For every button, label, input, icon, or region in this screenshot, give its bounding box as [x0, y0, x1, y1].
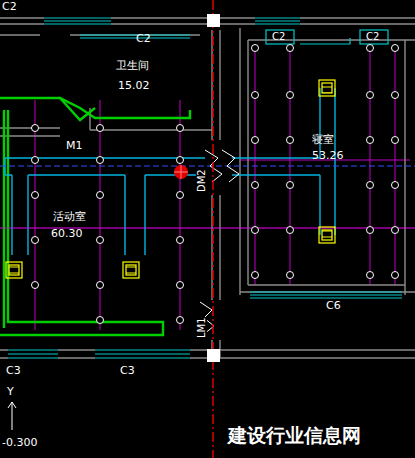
- window-tag: C2: [136, 33, 151, 45]
- window-tag: C3: [120, 365, 135, 377]
- grid-node: [97, 192, 104, 199]
- room-name: 寝室: [312, 134, 334, 146]
- grid-node: [367, 137, 374, 144]
- grid-node: [32, 125, 39, 132]
- grid-node: [177, 282, 184, 289]
- door-tag: DM2: [196, 169, 207, 192]
- grid-node: [97, 317, 104, 324]
- grid-node: [392, 92, 399, 99]
- elevation: -0.300: [2, 437, 37, 449]
- grid-node: [252, 182, 259, 189]
- grid-node: [32, 282, 39, 289]
- grid-node: [287, 45, 294, 52]
- grid-node: [177, 317, 184, 324]
- grid-node: [177, 192, 184, 199]
- grid-node: [97, 157, 104, 164]
- grid-node: [392, 227, 399, 234]
- grid-node: [32, 157, 39, 164]
- grid-node: [97, 282, 104, 289]
- room-name: 活动室: [53, 211, 86, 223]
- grid-node: [367, 182, 374, 189]
- window-tag: C3: [6, 365, 21, 377]
- grid-node: [367, 272, 374, 279]
- door-tag: LM1: [196, 317, 207, 338]
- grid-node: [97, 237, 104, 244]
- grid-node: [392, 182, 399, 189]
- window-tag: C2: [272, 31, 285, 42]
- grid-node: [177, 125, 184, 132]
- window-tag: C2: [2, 1, 17, 13]
- grid-node: [392, 272, 399, 279]
- grid-node: [287, 227, 294, 234]
- grid-node: [287, 182, 294, 189]
- room-area: 60.30: [51, 228, 83, 240]
- grid-node: [287, 92, 294, 99]
- window-tag: C6: [326, 300, 341, 312]
- grid-node: [97, 125, 104, 132]
- watermark: 建设行业信息网: [228, 425, 361, 446]
- door-tag: M1: [66, 140, 83, 152]
- grid-node: [367, 45, 374, 52]
- grid-node: [367, 92, 374, 99]
- room-name: 卫生间: [116, 60, 149, 72]
- grid-node: [177, 157, 184, 164]
- grid-node: [287, 137, 294, 144]
- grid-node: [252, 137, 259, 144]
- room-area: 53.26: [312, 150, 344, 162]
- grid-node: [252, 92, 259, 99]
- room-area: 15.02: [118, 80, 150, 92]
- grid-node: [252, 45, 259, 52]
- grid-node: [392, 137, 399, 144]
- grid-node: [367, 227, 374, 234]
- window-tag: C2: [366, 31, 379, 42]
- grid-node: [32, 237, 39, 244]
- grid-node: [252, 272, 259, 279]
- grid-node: [252, 227, 259, 234]
- axis-label: Y: [7, 386, 14, 398]
- grid-node: [392, 45, 399, 52]
- grid-node: [287, 272, 294, 279]
- grid-node: [32, 192, 39, 199]
- grid-node: [177, 237, 184, 244]
